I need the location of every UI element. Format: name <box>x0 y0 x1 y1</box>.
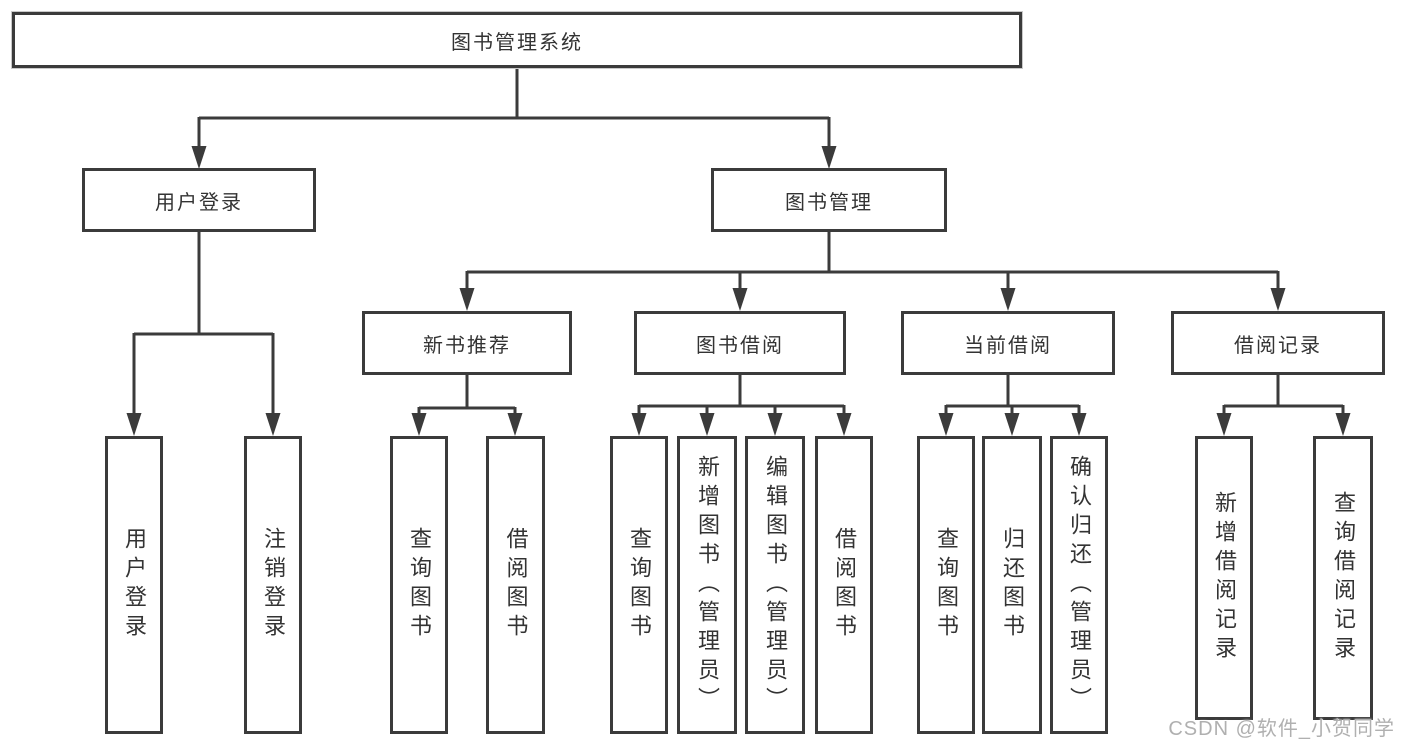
node-borrow-records: 借阅记录 <box>1171 311 1385 375</box>
leaf-confirm-return-admin: 确认归还（管理员） <box>1050 436 1108 734</box>
leaf-query-borrow-record-label: 查询借阅记录 <box>1331 491 1356 665</box>
leaf-query-book-borrow: 查询图书 <box>610 436 668 734</box>
leaf-query-book-current-label: 查询图书 <box>934 527 959 643</box>
node-root-label: 图书管理系统 <box>451 31 583 54</box>
leaf-add-borrow-record-label: 新增借阅记录 <box>1212 491 1237 665</box>
node-borrow-records-label: 借阅记录 <box>1234 334 1322 357</box>
leaf-return-book-label: 归还图书 <box>1000 527 1025 643</box>
node-book-borrow: 图书借阅 <box>634 311 846 375</box>
arrowheads <box>126 146 1351 436</box>
leaf-borrow-book-recommend-label: 借阅图书 <box>503 527 529 643</box>
node-user-login: 用户登录 <box>82 168 316 232</box>
node-current-borrow-label: 当前借阅 <box>964 334 1052 357</box>
leaf-logout-label: 注销登录 <box>261 527 286 643</box>
leaf-query-book-current: 查询图书 <box>917 436 975 734</box>
leaf-add-book-admin: 新增图书（管理员） <box>677 436 737 734</box>
node-root: 图书管理系统 <box>12 12 1022 68</box>
node-new-book-recommend: 新书推荐 <box>362 311 572 375</box>
leaf-add-borrow-record: 新增借阅记录 <box>1195 436 1253 720</box>
leaf-user-login: 用户登录 <box>105 436 163 734</box>
leaf-user-login-label: 用户登录 <box>122 527 147 643</box>
node-new-book-recommend-label: 新书推荐 <box>423 334 511 357</box>
leaf-confirm-return-admin-label: 确认归还（管理员） <box>1067 454 1092 716</box>
node-user-login-label: 用户登录 <box>155 191 243 214</box>
leaf-edit-book-admin: 编辑图书（管理员） <box>745 436 805 734</box>
leaf-logout: 注销登录 <box>244 436 302 734</box>
leaf-query-borrow-record: 查询借阅记录 <box>1313 436 1373 720</box>
leaf-return-book: 归还图书 <box>982 436 1042 734</box>
node-book-borrow-label: 图书借阅 <box>696 334 784 357</box>
leaf-borrow-book-label: 借阅图书 <box>832 527 857 643</box>
leaf-borrow-book-recommend: 借阅图书 <box>486 436 545 734</box>
leaf-query-book-recommend: 查询图书 <box>390 436 448 734</box>
leaf-query-book-borrow-label: 查询图书 <box>627 527 652 643</box>
watermark: CSDN @软件_小贺同学 <box>1168 718 1395 740</box>
leaf-edit-book-admin-label: 编辑图书（管理员） <box>763 454 788 716</box>
node-book-management: 图书管理 <box>711 168 947 232</box>
leaf-add-book-admin-label: 新增图书（管理员） <box>695 454 720 716</box>
leaf-borrow-book: 借阅图书 <box>815 436 873 734</box>
node-current-borrow: 当前借阅 <box>901 311 1115 375</box>
node-book-management-label: 图书管理 <box>785 191 873 214</box>
leaf-query-book-recommend-label: 查询图书 <box>407 527 432 643</box>
